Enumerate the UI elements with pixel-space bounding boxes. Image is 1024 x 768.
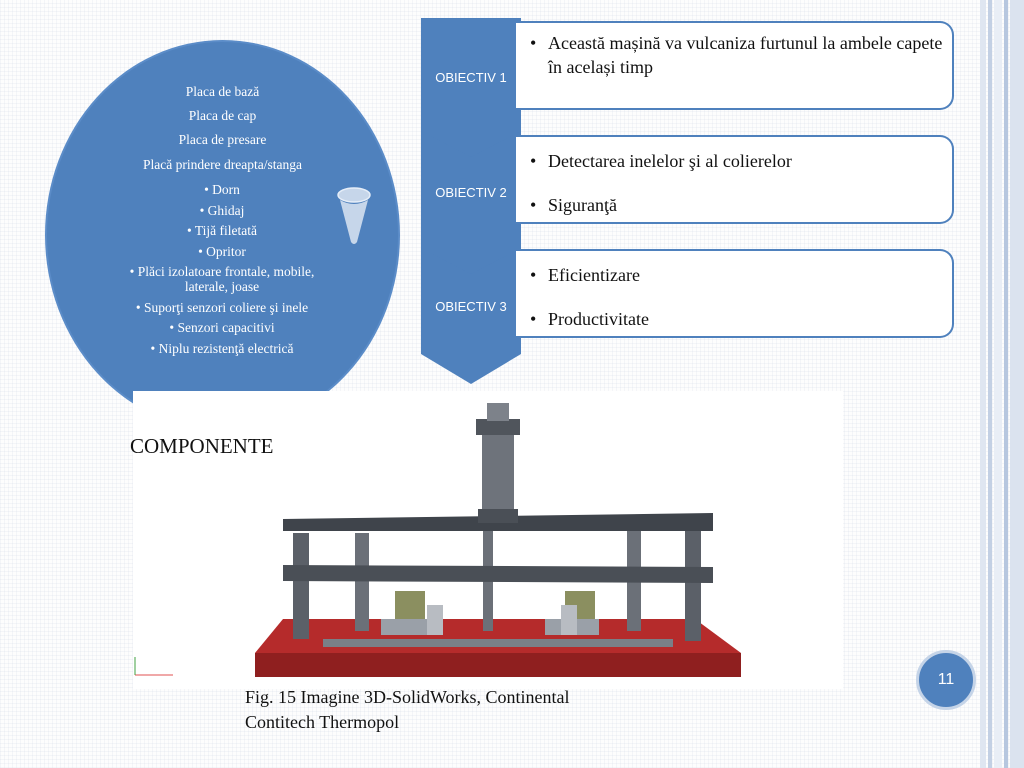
objective-bullet: Productivitate [530,307,952,331]
component-bullet: Suporţi senzori coliere şi inele [117,300,327,315]
objective-chevrons [421,18,521,384]
objective-box-3: Eficientizare Productivitate [516,249,954,338]
components-title: COMPONENTE [130,434,274,458]
component-item: Placa de bază [185,84,260,99]
objective-box-2: Detectarea inelelor şi al colierelor Sig… [516,135,954,224]
decorative-stripes [980,0,1024,768]
component-bullet: Opritor [117,244,327,259]
component-bullet: Senzori capacitivi [117,320,327,335]
objective-bullet: Detectarea inelelor şi al colierelor [530,149,952,173]
chevron-objective-2 [421,131,521,289]
component-item: Placă prindere dreapta/stanga [143,157,302,172]
component-item: Placa de cap [188,108,257,123]
component-bullet: Tijă filetată [117,223,327,238]
funnel-shape [337,187,371,244]
components-circle: Placa de bază Placa de cap Placa de pres… [47,42,398,428]
chevron-objective-3 [421,248,521,384]
component-bullet: Ghidaj [117,203,327,218]
component-bullet-list: Dorn Ghidaj Tijă filetată Opritor Plăci … [117,182,327,361]
figure-caption: Fig. 15 Imagine 3D-SolidWorks, Continent… [245,685,570,735]
caption-line: Fig. 15 Imagine 3D-SolidWorks, Continent… [245,687,570,707]
slide-number-badge: 11 [916,650,976,710]
component-bullet: Dorn [117,182,327,197]
machine-3d-render [133,391,843,689]
objective-label: OBIECTIV 3 [435,299,507,314]
objective-label: OBIECTIV 1 [435,70,507,85]
objective-bullet: Această mașină va vulcaniza furtunul la … [530,31,952,79]
objective-box-1: Această mașină va vulcaniza furtunul la … [516,21,954,110]
component-item: Placa de presare [178,132,267,147]
objective-bullet: Siguranţă [530,193,952,217]
chevron-objective-1 [421,18,521,176]
component-bullet: Plăci izolatoare frontale, mobile, later… [117,264,327,294]
objective-bullet: Eficientizare [530,263,952,287]
caption-line: Contitech Thermopol [245,712,400,732]
objective-label: OBIECTIV 2 [435,185,507,200]
component-bullet: Niplu rezistenţă electrică [117,341,327,356]
